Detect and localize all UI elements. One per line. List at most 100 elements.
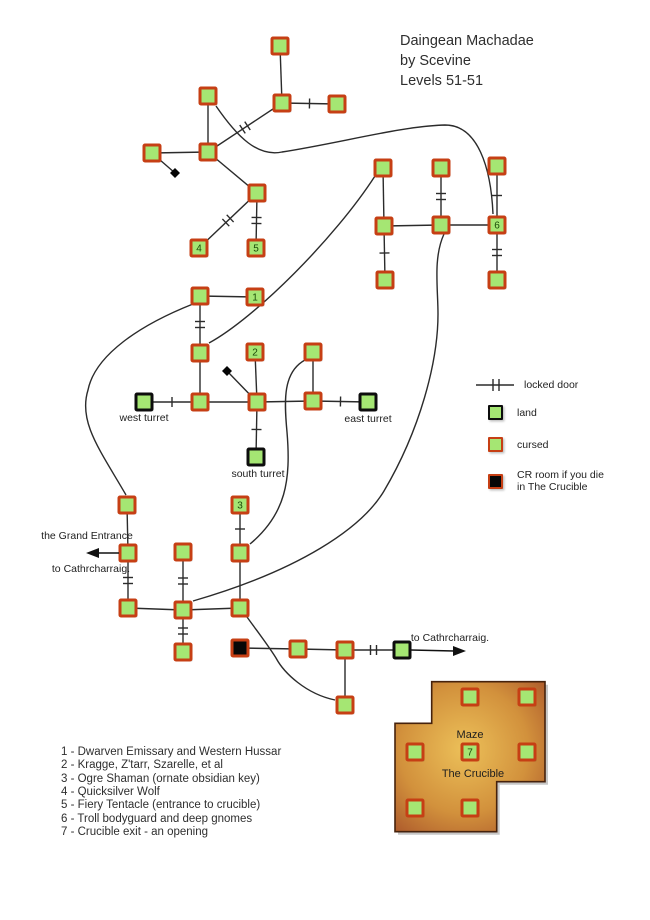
map-label: east turret	[344, 413, 391, 425]
map-room-b1	[288, 639, 308, 659]
black-diamond-marker	[222, 366, 232, 376]
map-room-t5	[142, 143, 162, 163]
legend-label-locked-door: locked door	[524, 379, 579, 391]
map-room-t1	[270, 36, 290, 56]
map-room-z3	[405, 742, 425, 762]
map-notes: 1 - Dwarven Emissary and Western Hussar …	[61, 746, 281, 839]
map-curve-passage	[249, 359, 306, 545]
map-label: to Cathrcharraig.	[411, 632, 489, 644]
legend-label-cr-line1: CR room if you die	[517, 469, 604, 481]
map-curve-passage	[84, 303, 194, 496]
map-curve-passage	[246, 616, 336, 701]
map-room-z5	[517, 742, 537, 762]
map-room-a1	[247, 183, 267, 203]
map-room-m2	[173, 600, 193, 620]
map-room-g7	[375, 270, 395, 290]
note-line-5: 5 - Fiery Tentacle (entrance to crucible…	[61, 799, 261, 812]
note-line-1: 1 - Dwarven Emissary and Western Hussar	[61, 746, 282, 758]
map-room-t2	[198, 86, 218, 106]
map-edge	[207, 102, 283, 153]
map-room-z6	[405, 798, 425, 818]
legend-row-cr: CR room if you die in The Crucible	[474, 469, 604, 493]
map-room-b3	[335, 695, 355, 715]
room-number-2: 2	[252, 348, 258, 359]
map-label: The Crucible	[442, 768, 504, 780]
map-title: Daingean Machadae by Scevine Levels 51-5…	[400, 31, 534, 91]
legend-row-land: land	[474, 405, 537, 420]
map-label: Maze	[457, 729, 484, 741]
room-number-6: 6	[494, 221, 500, 232]
map-room-c3	[190, 392, 210, 412]
map-room-l2	[118, 543, 138, 563]
cr-room-icon	[488, 473, 503, 489]
map-title-line1: Daingean Machadae	[400, 33, 534, 49]
map-room-c4	[247, 392, 267, 412]
map-room-k1	[230, 495, 250, 515]
map-room-l3	[118, 598, 138, 618]
legend-label-cursed: cursed	[517, 438, 549, 451]
note-line-6: 6 - Troll bodyguard and deep gnomes	[61, 812, 253, 825]
room-number-4: 4	[196, 244, 202, 255]
map-room-n5	[246, 238, 266, 258]
legend-label-land: land	[517, 406, 537, 419]
map-room-g5	[431, 215, 451, 235]
map-room-c2c	[303, 342, 323, 362]
map-room-cr-cr	[230, 638, 250, 658]
room-number-7: 7	[467, 748, 473, 759]
land-room-icon	[488, 405, 503, 420]
locked-door-icon	[476, 379, 514, 391]
map-room-m3	[173, 642, 193, 662]
map-curve-passage	[192, 233, 445, 602]
map-room-c2	[190, 343, 210, 363]
map-label: south turret	[231, 468, 284, 480]
map-room-c1	[190, 286, 210, 306]
map-room-b2	[335, 640, 355, 660]
room-number-3: 3	[237, 501, 243, 512]
map-room-g2	[431, 158, 451, 178]
exit-arrow-line	[410, 649, 455, 652]
cursed-room-icon	[488, 437, 503, 452]
map-edge	[239, 647, 299, 650]
room-number-1: 1	[252, 293, 258, 304]
locked-door-ticks	[221, 218, 230, 227]
legend-label-cr: CR room if you die in The Crucible	[517, 469, 604, 493]
map-title-line3: Levels 51-51	[400, 73, 484, 89]
map-room-t6	[198, 142, 218, 162]
map-room-n4	[189, 238, 209, 258]
map-room-st-land	[246, 447, 266, 467]
note-line-2: 2 - Kragge, Z'tarr, Szarelle, et al	[61, 759, 223, 772]
map-room-g4	[374, 216, 394, 236]
map-room-k2	[230, 543, 250, 563]
exit-arrow-head	[453, 646, 466, 656]
map-room-g6	[487, 215, 507, 235]
map-room-c1b	[245, 287, 265, 307]
map-label: the Grand Entrance	[41, 530, 133, 542]
map-room-et-land	[358, 392, 378, 412]
map-room-z7	[460, 798, 480, 818]
legend-label-cr-line2: in The Crucible	[517, 481, 588, 493]
map-title-line2: by Scevine	[400, 53, 471, 69]
legend-row-locked-door: locked door	[474, 376, 578, 394]
map-room-t4	[327, 94, 347, 114]
map-label: to Cathrcharraig.	[52, 563, 130, 575]
locked-door-ticks	[239, 124, 246, 134]
map-room-m1	[173, 542, 193, 562]
note-line-7: 7 - Crucible exit - an opening	[61, 826, 209, 839]
map-room-z4	[460, 742, 480, 762]
map-edge	[382, 167, 385, 227]
black-diamond-marker	[170, 168, 180, 178]
map-room-g1	[373, 158, 393, 178]
map-room-z1	[460, 687, 480, 707]
map-room-t3	[272, 93, 292, 113]
map-room-wt-land	[134, 392, 154, 412]
map-edge	[198, 192, 258, 249]
note-line-4: 4 - Quicksilver Wolf	[61, 786, 160, 799]
map-room-k3	[230, 598, 250, 618]
map-room-z2	[517, 687, 537, 707]
map-room-g8	[487, 270, 507, 290]
map-room-c5	[303, 391, 323, 411]
map-curve-passage	[208, 175, 376, 344]
map-room-l1	[117, 495, 137, 515]
